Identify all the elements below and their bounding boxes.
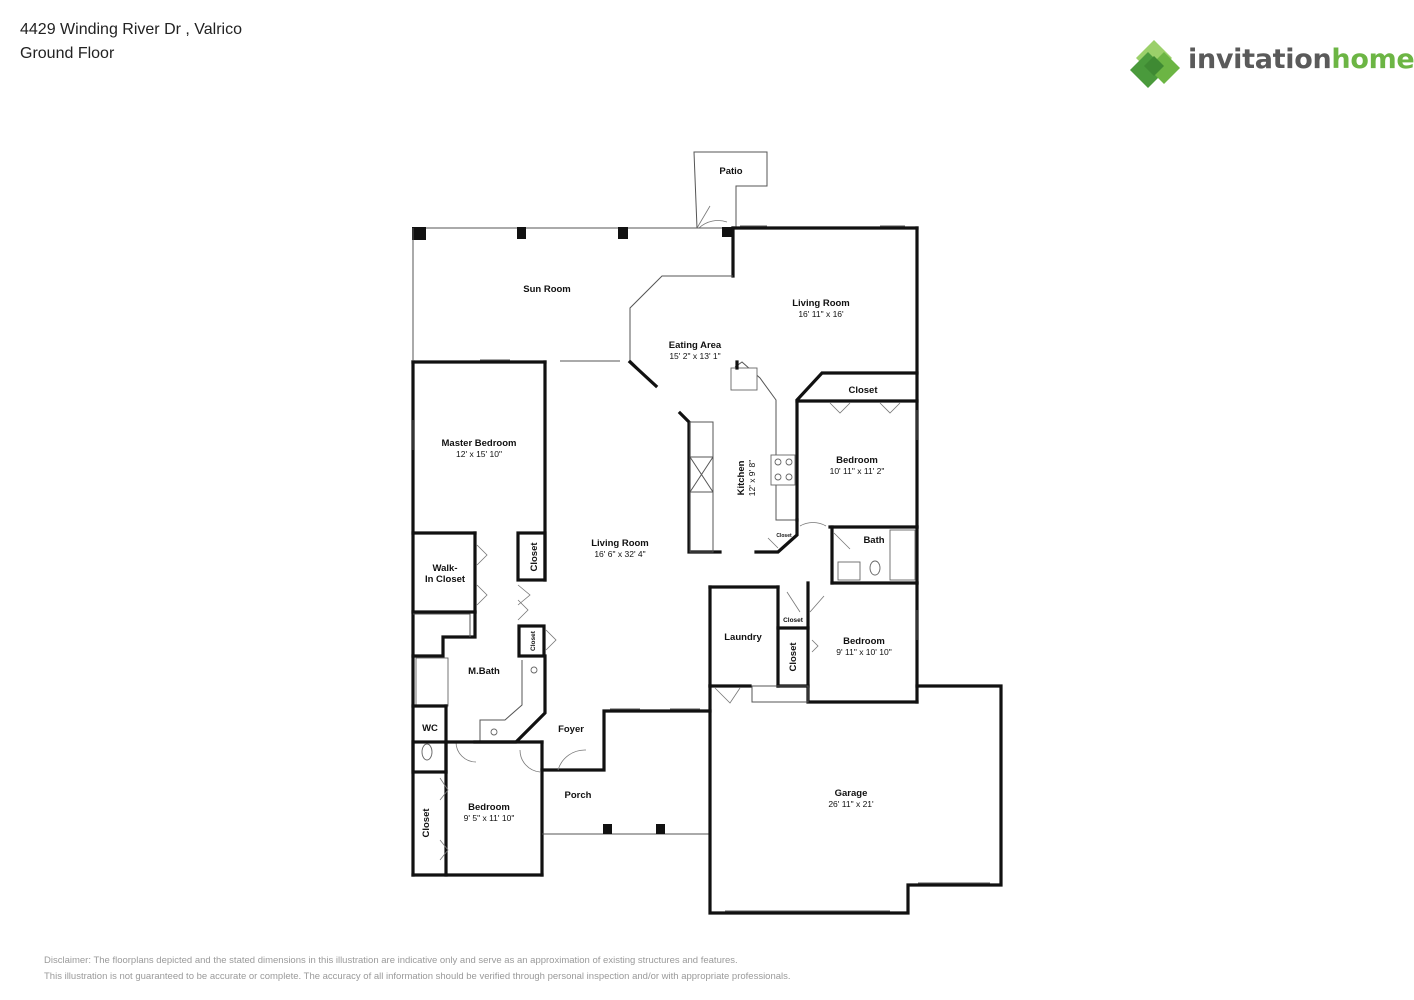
room-foyer: Foyer — [558, 724, 584, 735]
patio-door — [698, 220, 728, 229]
master-closet — [516, 531, 547, 582]
room-closet-bed-e: Closet — [788, 642, 799, 672]
room-kitchen: Kitchen — [736, 460, 747, 495]
logo-diamond-icon — [1130, 40, 1180, 88]
dim-bedroom-sw: 9' 5" x 11' 10" — [464, 813, 515, 823]
post — [722, 227, 732, 237]
room-walk-in-closet-2: In Closet — [425, 574, 466, 585]
dim-living-room-main: 16' 6" x 32' 4" — [594, 549, 645, 559]
room-master-bedroom: Master Bedroom — [442, 438, 517, 449]
room-garage: Garage — [835, 788, 868, 799]
room-eating-area: Eating Area — [669, 340, 722, 351]
room-closet-mbath: Closet — [530, 630, 537, 651]
dim-master-bedroom: 12' x 15' 10" — [456, 449, 502, 459]
room-closet-small-bed: Closet — [783, 617, 804, 624]
room-wc: WC — [422, 723, 438, 734]
property-address: 4429 Winding River Dr , Valrico — [20, 21, 243, 38]
floor-label: Ground Floor — [20, 45, 115, 62]
room-closet-master: Closet — [529, 542, 540, 572]
room-living-room-main: Living Room — [591, 538, 649, 549]
room-patio: Patio — [719, 166, 742, 177]
room-closet-top: Closet — [848, 385, 878, 396]
dim-kitchen: 12' x 9' 8" — [747, 460, 757, 497]
kitchen-sink — [730, 367, 758, 391]
dim-eating-area: 15' 2" x 13' 1" — [669, 351, 720, 361]
disclaimer-line-2: This illustration is not guaranteed to b… — [44, 971, 791, 982]
room-bath: Bath — [863, 535, 884, 546]
room-walk-in-closet-1: Walk- — [433, 563, 458, 574]
sink — [837, 561, 861, 581]
room-closet-small-kitchen: Closet — [776, 533, 792, 539]
stove — [770, 454, 796, 486]
patio-outline — [693, 151, 768, 229]
room-mbath: M.Bath — [468, 666, 500, 677]
wc-toilet — [421, 743, 433, 761]
bathtub — [889, 529, 916, 581]
room-bedroom-ne: Bedroom — [836, 455, 878, 466]
room-bedroom-sw: Bedroom — [468, 802, 510, 813]
room-laundry: Laundry — [724, 632, 762, 643]
dim-garage: 26' 11" x 21' — [828, 799, 874, 809]
master-tub — [415, 657, 449, 707]
dim-bedroom-ne: 10' 11" x 11' 2" — [830, 466, 885, 476]
room-porch: Porch — [565, 790, 592, 801]
brand-logo: invitationhomes — [1128, 38, 1414, 90]
room-bedroom-e: Bedroom — [843, 636, 885, 647]
post — [618, 227, 628, 239]
post — [412, 227, 426, 240]
dim-living-room-top: 16' 11" x 16' — [798, 309, 844, 319]
room-living-room-top: Living Room — [792, 298, 850, 309]
toilet — [869, 560, 881, 576]
brand-wordmark: invitationhomes — [1188, 44, 1414, 75]
room-closet-sw: Closet — [421, 808, 432, 838]
room-sun-room: Sun Room — [523, 284, 571, 295]
disclaimer-line-1: Disclaimer: The floorplans depicted and … — [44, 955, 738, 966]
post — [517, 227, 526, 239]
dim-bedroom-e: 9' 11" x 10' 10" — [836, 647, 891, 657]
